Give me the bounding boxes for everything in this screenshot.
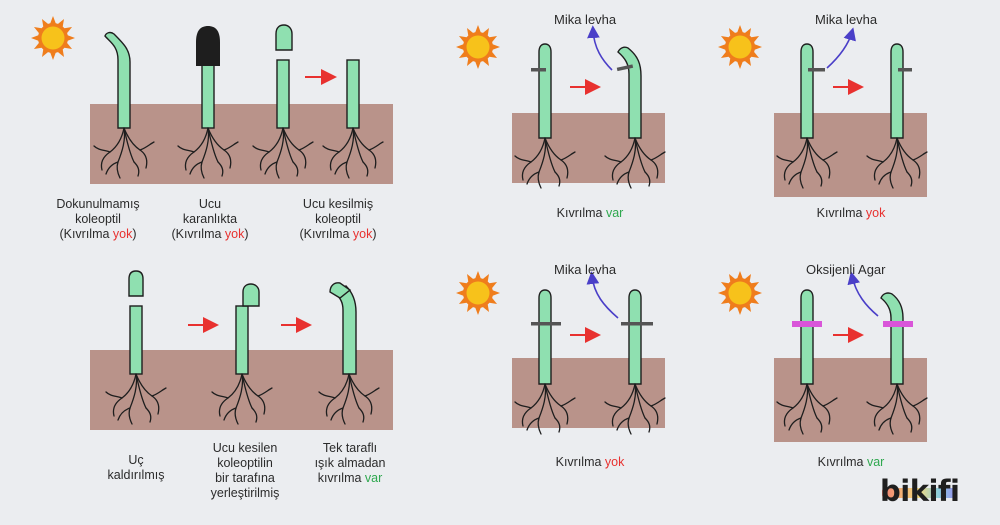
caption-tip-placed: Ucu kesilen koleoptilin bir tarafına yer… [210,441,280,500]
agar-label: Oksijenli Agar [806,262,886,277]
caption-result-3: Kıvrılma yok [555,455,625,469]
soil-4 [774,113,927,197]
plant-mica-4 [866,43,928,189]
blue-curved-arrow-icon [587,25,613,71]
plant-mica-1 [514,43,576,189]
caption-result-1: Kıvrılma var [556,206,624,220]
mica-label-1: Mika levha [554,12,617,27]
plant-tip-removed [105,270,167,425]
blue-curved-arrow-icon [847,271,879,317]
caption-cut-tip: Ucu kesilmiş koleoptil (Kıvrılma yok) [299,197,377,241]
plant-mica-3 [776,43,838,189]
plant-mica-2 [604,46,666,189]
soil-5 [512,358,665,428]
plant-agar-1 [776,289,838,435]
blue-curved-arrow-icon [826,27,856,69]
panel-1 [31,16,393,184]
plant-untouched [93,31,155,179]
caption-result-4: Kıvrılma var [817,455,885,469]
panel-3 [456,25,666,189]
plant-cut-result [322,59,384,179]
plant-dark-tip [177,26,239,179]
caption-tip-removed: Uç kaldırılmış [107,453,165,482]
caption-dark-tip: Ucu karanlıkta (Kıvrılma yok) [171,197,249,241]
plant-bent-result [318,282,380,425]
sun-icon [718,271,762,315]
plant-mica-5 [514,289,576,435]
panel-4 [718,25,928,197]
blue-curved-arrow-icon [586,271,619,319]
plant-cut-tip [252,24,314,179]
caption-result-2: Kıvrılma yok [816,206,886,220]
mica-label-2: Mika levha [815,12,878,27]
panel-5 [456,271,666,435]
panel-2 [90,270,393,430]
sun-icon [456,25,500,69]
sun-icon [718,25,762,69]
caption-untouched: Dokunulmamış koleoptil (Kıvrılma yok) [56,197,140,241]
sun-icon [31,16,75,60]
brand-logo: bikifi [880,474,960,508]
caption-bent-no-light: Tek taraflı ışık almadan kıvrılma var [314,441,386,485]
sun-icon [456,271,500,315]
plant-tip-placed-side [211,283,273,425]
panel-6 [718,271,928,442]
mica-label-3: Mika levha [554,262,617,277]
soil-1 [90,104,393,184]
plant-mica-6 [604,289,666,435]
plant-agar-2 [866,292,928,435]
soil-6 [774,358,927,442]
soil-3 [512,113,665,183]
